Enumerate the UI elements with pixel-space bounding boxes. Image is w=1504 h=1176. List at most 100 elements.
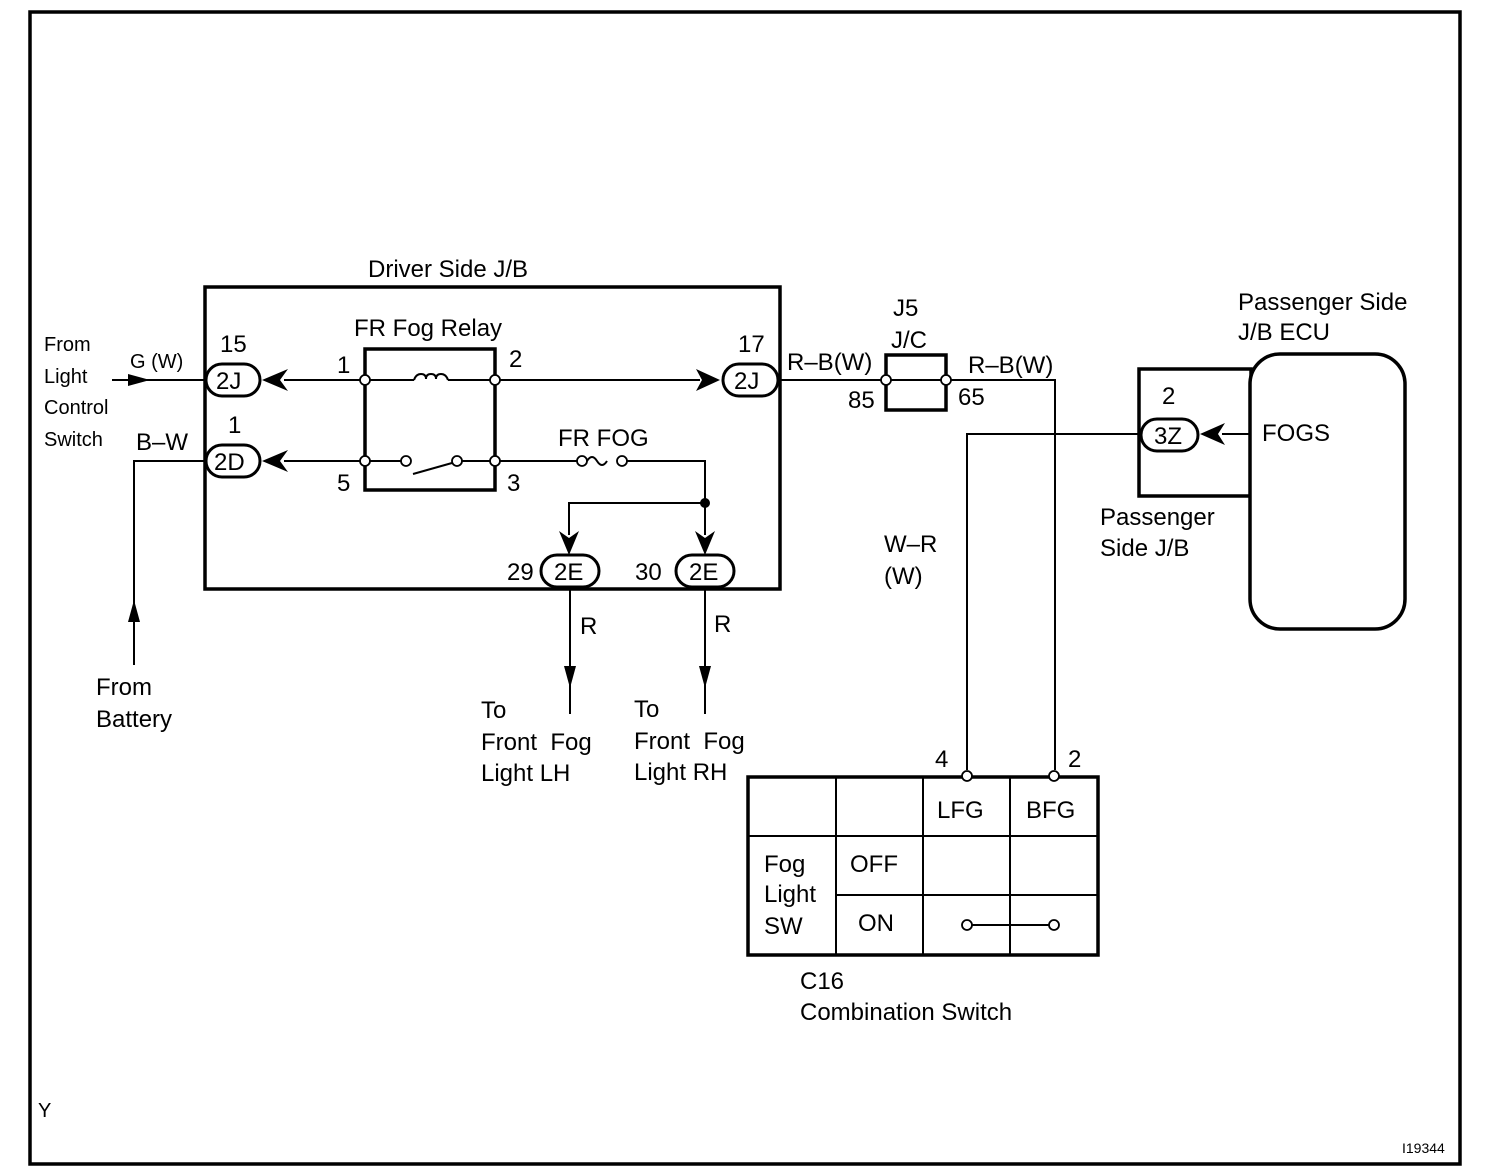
relay-contact-terminal (400, 455, 412, 467)
driver-jb-box (203, 285, 782, 591)
connector-2e-30-code: 2E (689, 559, 718, 586)
connector-arrow-icon (262, 450, 288, 472)
j5-pin-65: 65 (958, 384, 985, 411)
connector-arrow-icon (696, 369, 720, 391)
passenger-jb-label-1: Passenger (1100, 504, 1215, 531)
lh-label-1: To (481, 697, 506, 724)
fuse-label: FR FOG (558, 425, 649, 452)
column-bfg: BFG (1026, 797, 1075, 824)
connector-arrow-icon (262, 369, 288, 391)
battery-label-1: From (96, 674, 152, 701)
row-label-1: Fog (764, 851, 805, 878)
fuse-terminal (576, 455, 588, 467)
wire-color-w-r: W–R (884, 531, 937, 558)
diagram-frame (28, 10, 1462, 1166)
j5-box (884, 353, 948, 412)
fuse-terminal (616, 455, 628, 467)
rh-label-3: Light RH (634, 759, 727, 786)
switch-caption-1: C16 (800, 968, 844, 995)
pin-30-label: 30 (635, 559, 662, 586)
corner-mark: Y (38, 1100, 51, 1122)
terminal (359, 374, 371, 386)
arrow-right-icon (128, 374, 150, 386)
light-control-label-1: From (44, 334, 91, 356)
switch-pin-4: 4 (935, 746, 948, 773)
wire-color-rb-right: R–B(W) (968, 352, 1053, 379)
combination-switch-c16: 4 2 LFG BFG Fog Light SW OFF ON C16 Comb… (746, 746, 1100, 1026)
relay-switch-blade (412, 462, 453, 475)
connector-2e-30 (674, 553, 736, 589)
rh-label-1: To (634, 696, 659, 723)
state-on: ON (858, 910, 894, 937)
wire-j5-bfg (951, 379, 1056, 770)
continuity-terminal (961, 919, 973, 931)
pin-17-label: 17 (738, 331, 765, 358)
passenger-jb-label-2: Side J/B (1100, 535, 1189, 562)
relay-pin-1: 1 (337, 352, 350, 379)
wire-fuse-split (627, 460, 706, 535)
connector-2j-right (721, 362, 780, 398)
relay-title: FR Fog Relay (354, 315, 502, 342)
switch-pin-2: 2 (1068, 746, 1081, 773)
terminal (489, 374, 501, 386)
column-lfg: LFG (937, 797, 984, 824)
connector-arrow-icon (559, 531, 579, 555)
connector-arrow-icon (695, 531, 715, 555)
ecu-title-2: J/B ECU (1238, 319, 1330, 346)
connector-2e-29-code: 2E (554, 559, 583, 586)
wire-battery (133, 460, 206, 665)
terminal (1048, 770, 1060, 782)
fog-light-outputs: R R To Front Fog Light LH To Front Fog L… (481, 589, 745, 787)
fr-fog-relay (363, 347, 497, 492)
rh-label-2: Front Fog (634, 728, 745, 755)
terminal (961, 770, 973, 782)
fuse-icon (586, 456, 608, 466)
j5-junction-connector: J5 J/C R–B(W) R–B(W) 85 65 (780, 295, 1056, 770)
switch-caption-2: Combination Switch (800, 999, 1012, 1026)
wire-split-lh (568, 502, 705, 535)
light-control-input: From Light Control Switch G (W) (44, 334, 206, 451)
arrow-down-icon (699, 666, 711, 688)
relay-pin-3: 3 (507, 470, 520, 497)
light-control-label-4: Switch (44, 429, 103, 451)
continuity-terminal (1048, 919, 1060, 931)
wire-color-w: (W) (884, 563, 923, 590)
connector-2j-left-code: 2J (216, 368, 241, 395)
battery-input: B–W From Battery (96, 429, 206, 733)
figure-id: I19344 (1402, 1140, 1445, 1156)
terminal (359, 455, 371, 467)
wire-color-r-lh: R (580, 613, 597, 640)
connector-2d (204, 443, 262, 479)
wire-color-b-w: B–W (136, 429, 188, 456)
j5-title-1: J5 (893, 295, 918, 322)
wire-color-r-rh: R (714, 611, 731, 638)
terminal (940, 374, 952, 386)
relay-pin-2: 2 (509, 346, 522, 373)
terminal (489, 455, 501, 467)
wire-color-g-w: G (W) (130, 351, 183, 373)
connector-arrow-icon (1200, 423, 1225, 445)
relay-contact-terminal (451, 455, 463, 467)
pin-2-3z-label: 2 (1162, 383, 1175, 410)
connector-2j-right-code: 2J (734, 368, 759, 395)
relay-coil-icon (413, 372, 449, 381)
ecu-title-1: Passenger Side (1238, 289, 1407, 316)
pin-29-label: 29 (507, 559, 534, 586)
driver-jb-title: Driver Side J/B (368, 256, 528, 283)
connector-2j-left (204, 362, 262, 398)
passenger-jb-ecu (1248, 352, 1407, 631)
light-control-label-2: Light (44, 366, 88, 388)
wire-color-rb-left: R–B(W) (787, 349, 872, 376)
light-control-label-3: Control (44, 397, 108, 419)
connector-2e-29 (539, 553, 601, 589)
terminal (880, 374, 892, 386)
connector-2d-code: 2D (214, 449, 245, 476)
pin-15-label: 15 (220, 331, 247, 358)
arrow-down-icon (564, 666, 576, 688)
driver-side-jb: Driver Side J/B 15 2J 1 2D FR Fog Relay … (203, 256, 782, 591)
relay-pin-5: 5 (337, 470, 350, 497)
lh-label-3: Light LH (481, 760, 570, 787)
ecu-signal-fogs: FOGS (1262, 420, 1330, 447)
connector-3z-code: 3Z (1154, 423, 1182, 450)
